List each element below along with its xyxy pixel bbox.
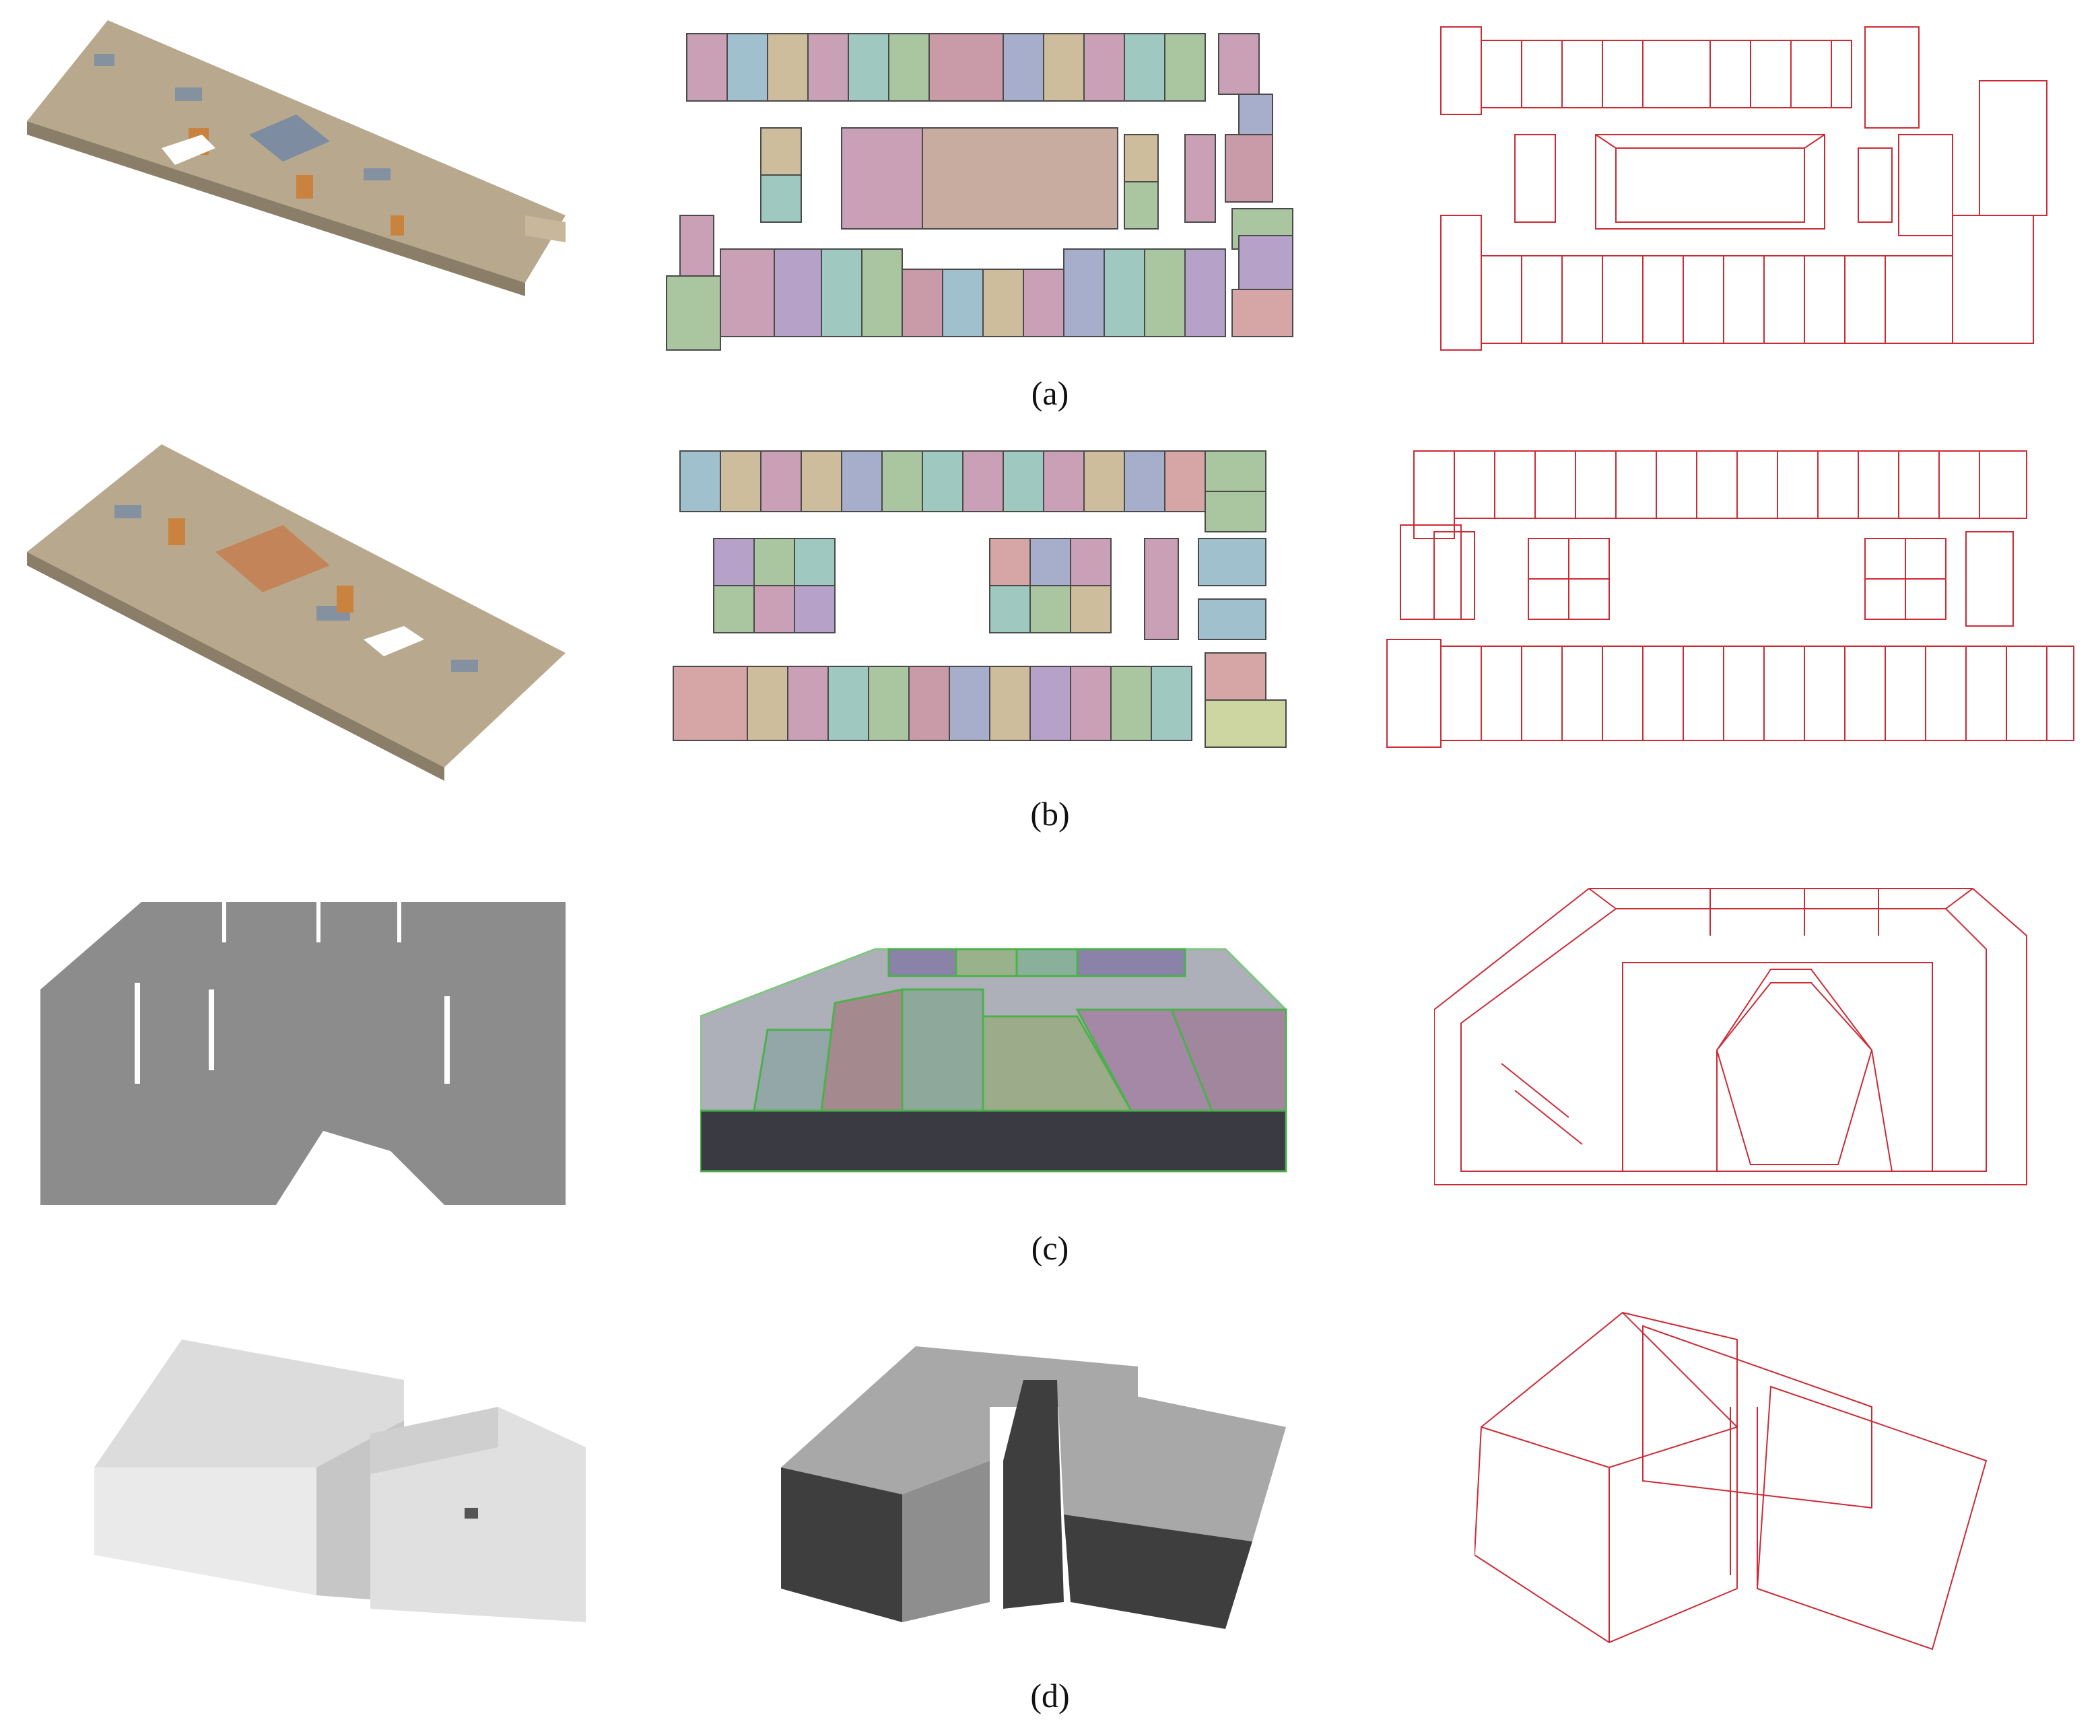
row-a-wireframe <box>1427 13 2074 363</box>
row-c-wireframe <box>1434 875 2067 1198</box>
caption-a: (a) <box>1031 374 1069 412</box>
row-a-input-scan <box>13 13 566 296</box>
row-d-colored-rooms <box>781 1340 1293 1636</box>
caption-c: (c) <box>1031 1229 1069 1267</box>
row-b-colored-rooms <box>646 438 1333 761</box>
row-c-colored-rooms <box>700 936 1306 1185</box>
caption-d: (d) <box>1030 1677 1070 1714</box>
row-b-input-scan <box>13 431 566 781</box>
row-d-wireframe <box>1475 1306 2000 1656</box>
caption-b: (b) <box>1030 795 1070 833</box>
row-d-input-scan <box>94 1333 586 1629</box>
row-a-colored-rooms <box>646 13 1333 363</box>
row-b-wireframe <box>1374 438 2087 761</box>
row-c-input-scan <box>40 895 572 1212</box>
